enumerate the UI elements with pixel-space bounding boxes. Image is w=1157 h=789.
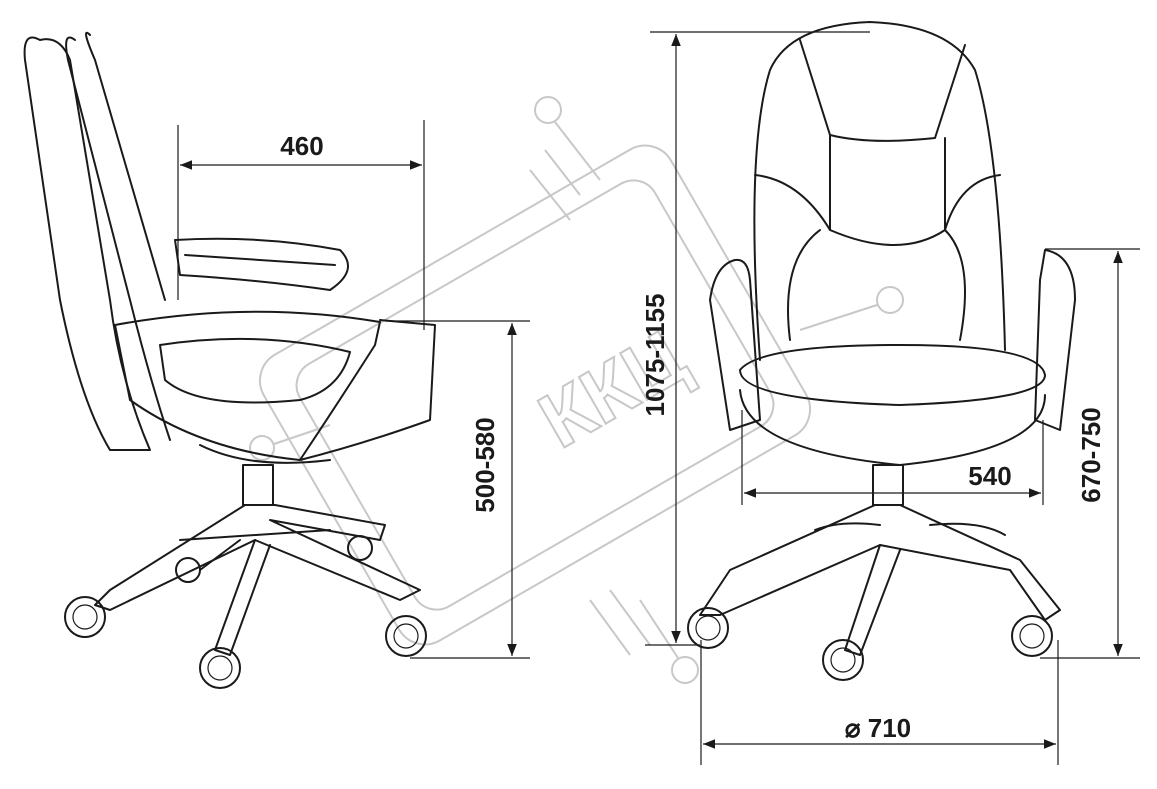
dimension-seat-height: 500-580 bbox=[385, 320, 530, 659]
armrest-height-label: 670-750 bbox=[1076, 407, 1106, 502]
base-diameter-label: ⌀ 710 bbox=[845, 713, 911, 743]
watermark-text: ККЦ bbox=[525, 312, 701, 464]
dimension-base-diameter: ⌀ 710 bbox=[700, 640, 1059, 765]
chair-side-view bbox=[23, 31, 436, 689]
seat-depth-label: 460 bbox=[280, 131, 323, 161]
total-height-label: 1075-1155 bbox=[640, 294, 670, 417]
chair-front-view bbox=[687, 21, 1076, 681]
seat-height-label: 500-580 bbox=[470, 417, 500, 512]
dimension-seat-width: 540 bbox=[741, 410, 1044, 505]
dimension-seat-depth: 460 bbox=[177, 120, 425, 330]
dimension-total-height: 1075-1155 bbox=[640, 31, 870, 646]
seat-width-label: 540 bbox=[968, 461, 1011, 491]
dimension-armrest-height: 670-750 bbox=[1040, 248, 1140, 659]
